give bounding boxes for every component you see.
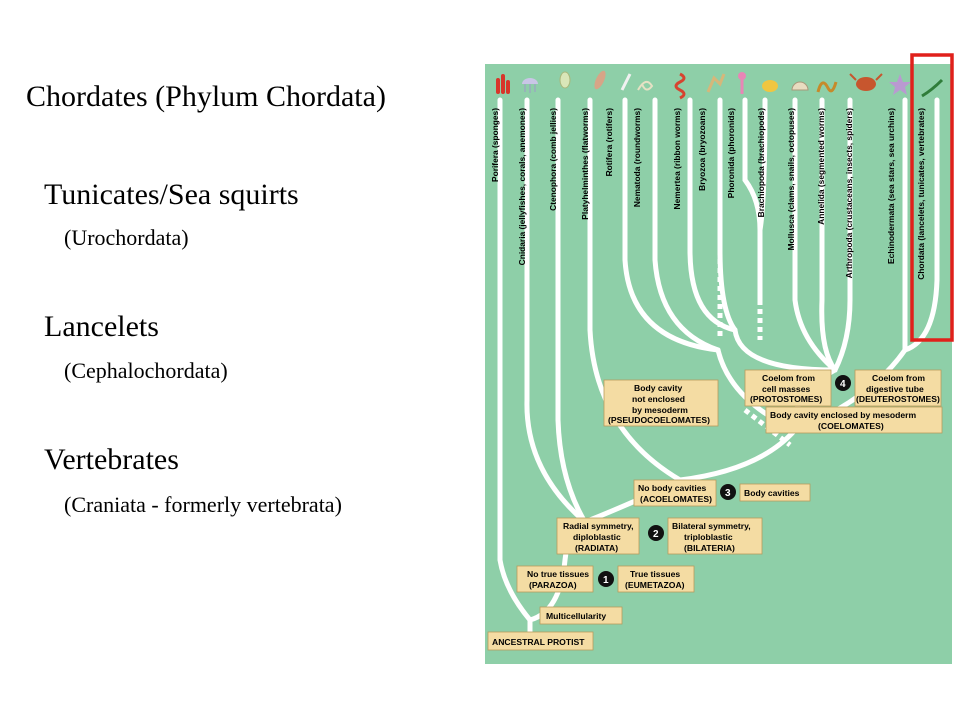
sponge-icon [496,74,510,94]
phylum-label: Brachiopoda (brachiopods) [756,108,766,218]
phylum-label: Chordata (lancelets, tunicates, vertebra… [916,108,926,280]
branch-1-number: 1 [603,575,609,586]
parazoa-box: No true tissues (PARAZOA) [516,565,594,593]
bilateria-line-1: Bilateral symmetry, [672,521,751,531]
group-vertebrates-name: Vertebrates [44,443,179,476]
phylum-label: Phoronida (phoronids) [726,108,736,198]
phylum-labels: Porifera (sponges) Cnidaria (jellyfishes,… [490,108,926,280]
deuterostomes-line-3: (DEUTEROSTOMES) [856,394,940,404]
comb-jelly-icon [559,71,571,89]
coelomates-box: Body cavity enclosed by mesoderm (COELOM… [765,406,943,434]
pseudo-line-1: Body cavity [634,383,682,393]
roundworm-icon [637,80,654,91]
pseudocoelomates-box: Body cavity not enclosed by mesoderm (PS… [603,379,719,427]
pseudo-line-4: (PSEUDOCOELOMATES) [608,415,710,425]
phylum-label: Bryozoa (bryozoans) [697,108,707,191]
radiata-line-1: Radial symmetry, [563,521,634,531]
phylum-label: Arthropoda (crustaceans, insects, spider… [844,108,854,279]
deuterostomes-line-2: digestive tube [866,384,924,394]
phylum-label: Cnidaria (jellyfishes, corals, anemones) [517,108,527,266]
deuterostomes-box: Coelom from digestive tube (DEUTEROSTOME… [854,369,942,407]
phylum-label: Ctenophora (comb jellies) [548,108,558,211]
group-lancelets-taxon: (Cephalochordata) [64,358,228,383]
radiata-line-3: (RADIATA) [575,543,618,553]
protostomes-line-1: Coelom from [762,373,815,383]
branch-3-marker: 3 [720,484,736,500]
multicellularity-box: Multicellularity [539,606,623,625]
coelomates-line-2: (COELOMATES) [818,421,884,431]
radiata-line-2: diploblastic [573,532,621,542]
acoelomates-box: No body cavities (ACOELOMATES) [633,479,717,507]
chordata-highlight-box [910,53,954,342]
body-cavities-box: Body cavities [739,483,811,502]
phoronid-icon [738,72,746,94]
group-tunicates-taxon: (Urochordata) [64,225,189,250]
acoelomates-line-2: (ACOELOMATES) [640,494,712,504]
branch-1-marker: 1 [598,571,614,587]
phylum-label: Annelida (segmented worms) [816,108,826,225]
bilateria-box: Bilateral symmetry, triploblastic (BILAT… [667,517,763,555]
clam-icon [791,81,809,91]
deuterostomes-line-1: Coelom from [872,373,925,383]
flatworm-icon [594,70,606,90]
jellyfish-icon [522,78,538,93]
protostomes-box: Coelom from cell masses (PROTOSTOMES) [744,369,832,407]
branch-3-number: 3 [725,488,731,499]
branch-4-marker: 4 [835,375,851,391]
eumetazoa-line-2: (EUMETAZOA) [625,580,685,590]
root-label: ANCESTRAL PROTIST [492,637,585,647]
sea-star-icon [889,74,911,95]
acoelomates-line-1: No body cavities [638,483,707,493]
pseudo-line-2: not enclosed [632,394,685,404]
segmented-worm-icon [816,81,838,93]
parazoa-line-2: (PARAZOA) [529,580,577,590]
brachiopod-icon [762,80,778,92]
phylum-label: Rotifera (rotifers) [604,108,614,177]
phylum-label: Platyhelminthes (flatworms) [580,108,590,220]
pseudo-line-3: by mesoderm [632,405,688,415]
protostomes-line-2: cell masses [762,384,810,394]
eumetazoa-box: True tissues (EUMETAZOA) [617,565,695,593]
branch-4-number: 4 [840,379,846,390]
bilateria-line-2: triploblastic [684,532,733,542]
branch-2-marker: 2 [648,525,664,541]
phylum-label: Echinodermata (sea stars, sea urchins) [886,108,896,264]
multicellularity-label: Multicellularity [546,611,606,621]
group-lancelets-name: Lancelets [44,310,159,343]
crab-icon [849,73,883,91]
rotifer-icon [620,73,632,91]
body-cavities-label: Body cavities [744,488,800,498]
bilateria-line-3: (BILATERIA) [684,543,735,553]
bryozoan-icon [706,73,726,93]
eumetazoa-line-1: True tissues [630,569,680,579]
lancelet-icon [921,78,944,98]
branch-2-number: 2 [653,529,659,540]
radiata-box: Radial symmetry, diploblastic (RADIATA) [556,517,640,555]
ribbon-worm-icon [674,72,686,100]
group-vertebrates-taxon: (Craniata - formerly vertebrata) [64,492,342,517]
phylum-label: Mollusca (clams, snails, octopuses) [786,108,796,251]
phylum-label: Nematoda (roundworms) [632,108,642,207]
organism-icons [496,70,944,100]
coelomates-line-1: Body cavity enclosed by mesoderm [770,410,917,420]
root-box: ANCESTRAL PROTIST [487,631,594,651]
protostomes-line-3: (PROTOSTOMES) [750,394,822,404]
phylum-label: Nemertea (ribbon worms) [672,108,682,210]
phylum-label: Porifera (sponges) [490,108,500,182]
parazoa-line-1: No true tissues [527,569,589,579]
slide-title: Chordates (Phylum Chordata) [26,80,386,113]
group-tunicates-name: Tunicates/Sea squirts [44,178,299,211]
